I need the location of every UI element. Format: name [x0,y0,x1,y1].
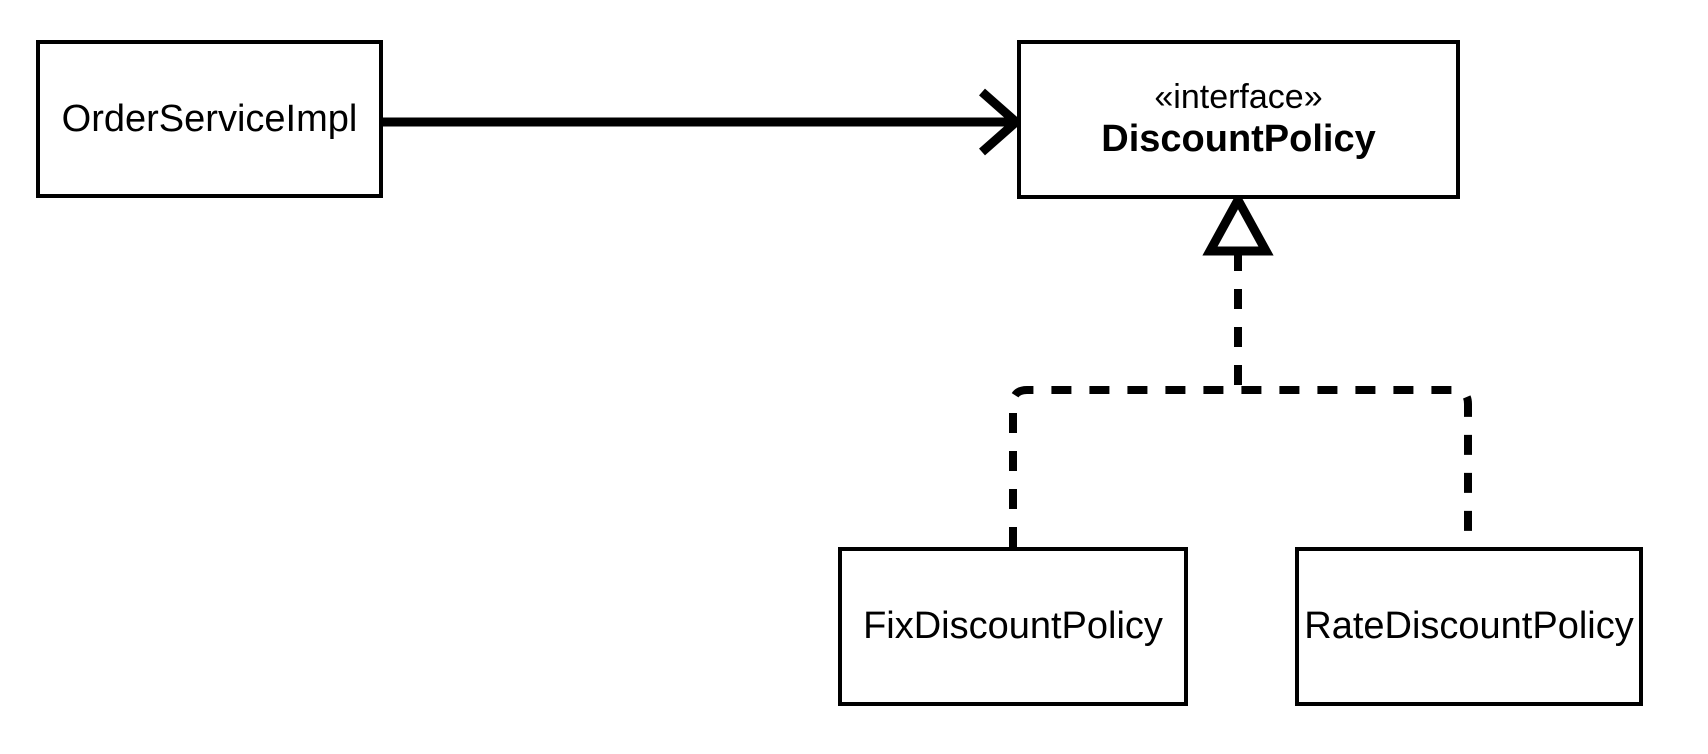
class-node-orderserviceimpl-label: OrderServiceImpl [61,97,358,140]
hollow-triangle-arrowhead-icon [1202,190,1274,256]
class-node-ratediscountpolicy-label: RateDiscountPolicy [1304,605,1634,648]
edge-association-orderserviceimpl-discountpolicy [383,88,1023,156]
open-arrowhead-icon [979,88,1023,156]
realization-branch-bar-dashed [1009,386,1472,547]
class-node-fixdiscountpolicy-label: FixDiscountPolicy [863,605,1163,648]
class-node-ratediscountpolicy[interactable]: RateDiscountPolicy [1295,547,1643,706]
class-node-fixdiscountpolicy[interactable]: FixDiscountPolicy [838,547,1188,706]
class-node-orderserviceimpl[interactable]: OrderServiceImpl [36,40,383,198]
class-node-discountpolicy[interactable]: «interface» DiscountPolicy [1017,40,1460,199]
class-node-discountpolicy-stereotype: «interface» [1154,78,1323,117]
class-node-discountpolicy-label: DiscountPolicy [1101,118,1376,161]
edge-realization-to-discountpolicy [1009,190,1472,547]
